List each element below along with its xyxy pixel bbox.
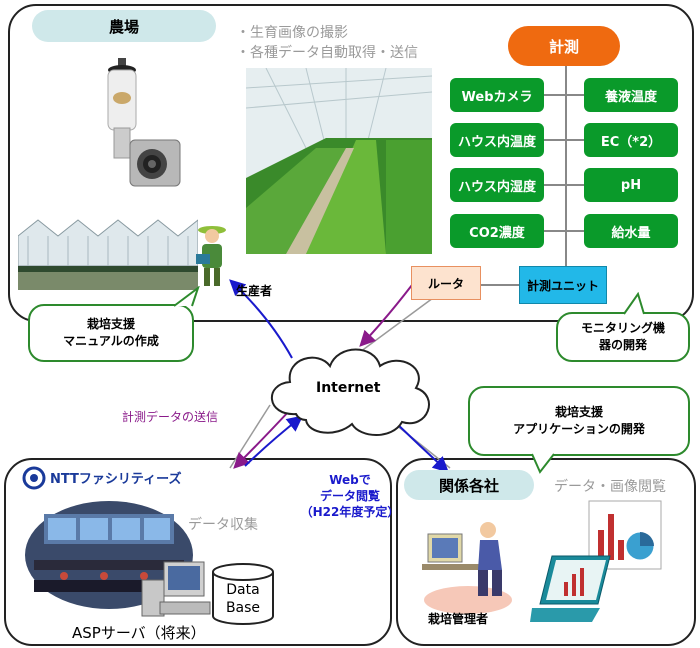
measurement-unit-box: 計測ユニット (519, 266, 607, 304)
measurement-unit-label: 計測ユニット (526, 278, 599, 293)
internet-cloud-icon (271, 348, 430, 436)
callout-cultivation-app: 栽培支援 アプリケーションの開発 (468, 386, 690, 456)
ntt-company-name: NTTファシリティーズ (50, 472, 182, 487)
farm-bullet-2: ・各種データ自動取得・送信 (236, 45, 418, 61)
send-data-label: 計測データの送信 (122, 410, 219, 424)
callout-app-line-2: アプリケーションの開発 (513, 422, 645, 436)
sensor-ec: EC（*2） (584, 123, 678, 157)
sensor-solution-temperature: 養液温度 (584, 78, 678, 112)
callout-cultivation-manual: 栽培支援 マニュアルの作成 (28, 304, 194, 362)
cultivation-manager-label: 栽培管理者 (428, 612, 489, 626)
database-label: Data Base (210, 582, 276, 617)
router-box: ルータ (411, 266, 481, 300)
callout-manual-line-2: マニュアルの作成 (63, 334, 159, 348)
related-title: 関係各社 (438, 476, 499, 495)
database-label-line-1: Data (226, 582, 260, 598)
farm-title-badge: 農場 (32, 10, 216, 42)
callout-monitoring-line-2: 器の開発 (598, 338, 647, 352)
sensor-ph: pH (584, 168, 678, 202)
web-view-label: Webで データ閲覧 （H22年度予定） (300, 472, 400, 521)
web-view-line-3: （H22年度予定） (300, 505, 400, 520)
callout-monitoring-device: モニタリング機 器の開発 (556, 312, 690, 362)
callout-manual-tail (173, 286, 200, 307)
internet-label: Internet (316, 380, 381, 396)
chart-document-icon (588, 500, 662, 570)
callout-app-line-1: 栽培支援 (554, 404, 603, 419)
callout-app-tail (531, 453, 555, 474)
web-view-line-1: Webで (329, 473, 371, 487)
related-title-badge: 関係各社 (404, 470, 534, 500)
web-view-line-2: データ閲覧 (319, 489, 380, 504)
measurement-title-badge: 計測 (508, 26, 620, 66)
sensor-house-temperature: ハウス内温度 (450, 123, 544, 157)
web-camera-illustration (107, 58, 181, 187)
database-icon (212, 563, 274, 625)
farm-title: 農場 (108, 17, 139, 36)
ntt-logo-icon (22, 466, 46, 490)
callout-monitoring-line-1: モニタリング機 (580, 320, 665, 335)
data-image-view-label: データ・画像閲覧 (554, 479, 666, 495)
laptop-chart-icon (530, 555, 611, 622)
producer-figure-icon (196, 226, 226, 286)
callout-monitoring-tail (623, 292, 645, 315)
greenhouse-exterior-photo (18, 206, 198, 290)
asp-server-title: ASPサーバ（将来） (72, 624, 206, 642)
farm-bullet-1: ・生育画像の撮影 (236, 25, 348, 41)
server-computer-icon (141, 561, 211, 617)
cultivation-manager-figure (422, 522, 512, 614)
greenhouse-interior-photo (246, 68, 432, 254)
sensor-house-humidity: ハウス内湿度 (450, 168, 544, 202)
producer-label: 生産者 (236, 284, 273, 298)
router-label: ルータ (427, 276, 464, 291)
database-label-line-2: Base (225, 599, 261, 616)
sensor-web-camera: Webカメラ (450, 78, 544, 112)
callout-manual-line-1: 栽培支援 (86, 316, 135, 331)
sensor-water-supply: 給水量 (584, 214, 678, 248)
data-collection-label: データ収集 (188, 517, 258, 533)
measurement-title: 計測 (548, 37, 579, 56)
sensor-co2: CO2濃度 (450, 214, 544, 248)
